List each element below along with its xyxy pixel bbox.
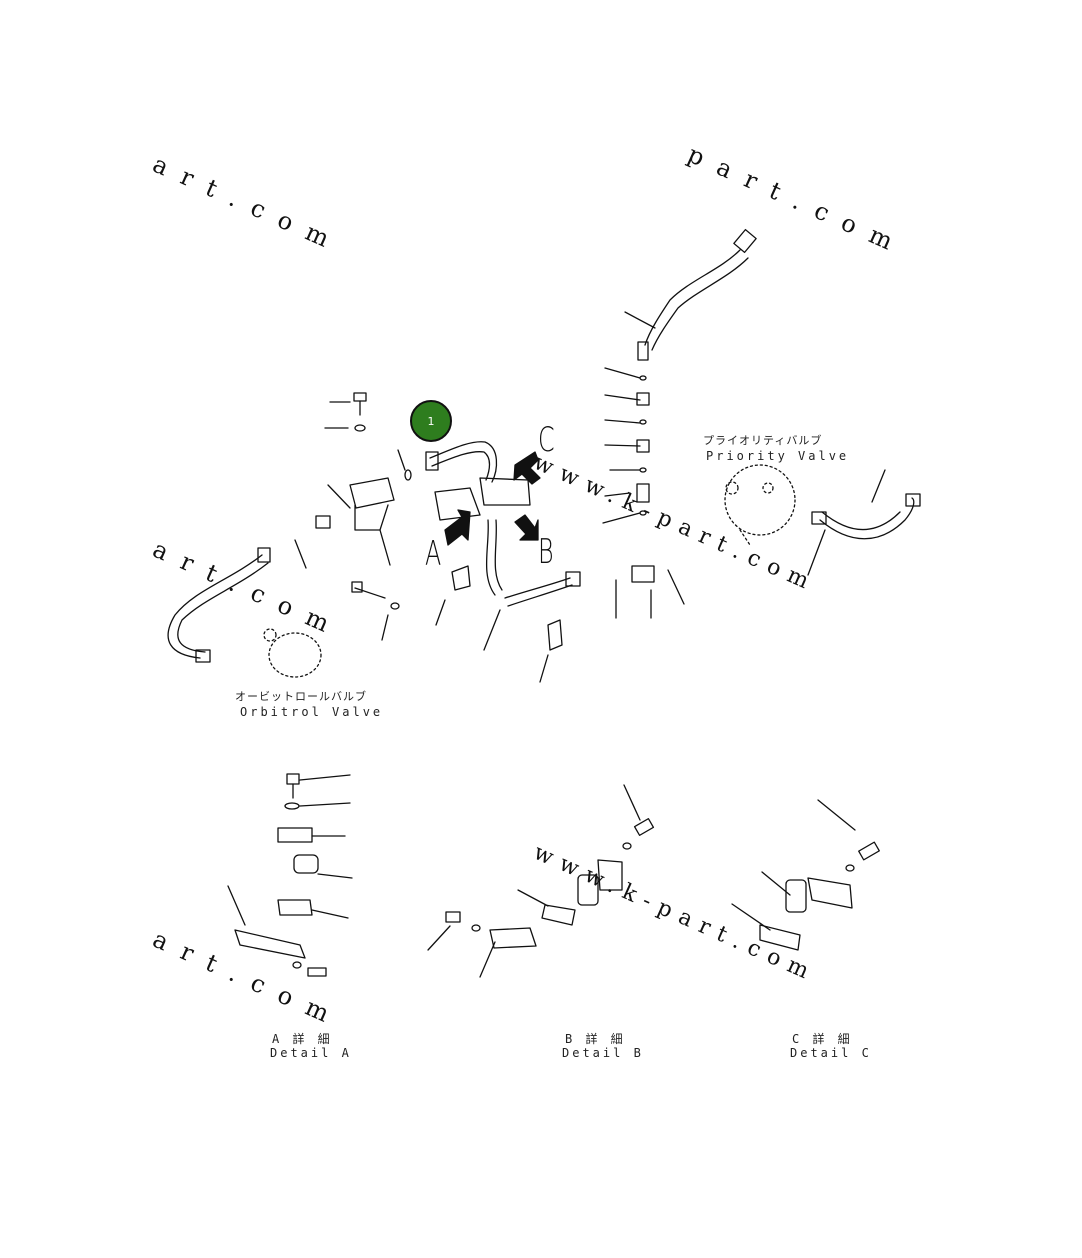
lower-left-hose: [167, 547, 271, 663]
detail-b-drawing: [427, 784, 655, 978]
detail-c-drawing: [731, 799, 880, 951]
upper-right-hose: [637, 228, 757, 361]
view-letter-b: B: [538, 532, 554, 572]
detail-b-label-en: Detail B: [562, 1046, 644, 1060]
view-arrows: [444, 451, 541, 546]
detail-c-label-en: Detail C: [790, 1046, 872, 1060]
view-letter-a: A: [425, 534, 442, 574]
callout-1-badge[interactable]: 1: [410, 400, 452, 442]
priority-valve-label-en: Priority Valve: [706, 449, 850, 463]
priority-valve-sketch: [724, 464, 796, 546]
detail-a-drawing: [227, 773, 353, 977]
priority-valve-label-jp: プライオリティバルブ: [703, 434, 823, 447]
valve-block-left: [294, 449, 412, 569]
orbitrol-valve-label-en: Orbitrol Valve: [240, 705, 384, 719]
central-hose-assembly: [425, 441, 581, 607]
lower-middle-parts: [351, 565, 685, 683]
detail-a-label-jp: A 詳 細: [272, 1032, 333, 1046]
bolt-upper-left: [324, 392, 367, 432]
view-letter-c: C: [538, 420, 555, 460]
detail-b-label-jp: B 詳 細: [565, 1032, 626, 1046]
fittings-column: [636, 375, 650, 516]
orbitrol-valve-sketch: [263, 628, 322, 678]
leader-lines-right: [602, 311, 656, 524]
detail-c-label-jp: C 詳 細: [792, 1032, 853, 1046]
right-hose: [807, 469, 921, 576]
orbitrol-valve-label-jp: オービットロールバルブ: [235, 690, 367, 703]
detail-a-label-en: Detail A: [270, 1046, 352, 1060]
